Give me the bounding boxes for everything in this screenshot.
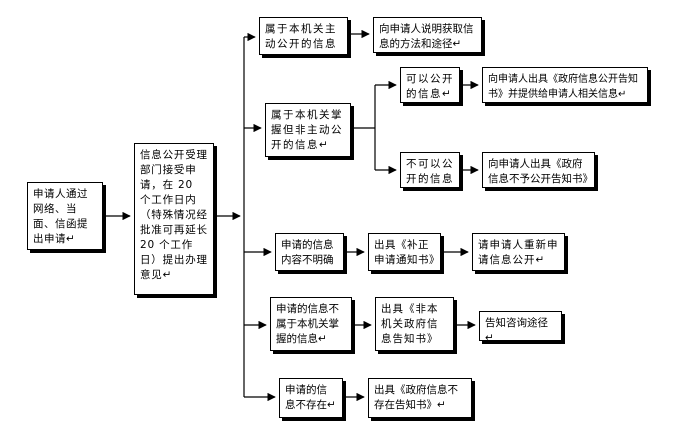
- node-cannot-disclose-text: 不可以公开的信息↵: [406, 158, 454, 185]
- node-not-held-action-text: 出具《非本机关政府信息告知书》↵: [381, 303, 439, 350]
- node-not-exist-action-text: 出具《政府信息不存在告知书》↵: [374, 384, 458, 411]
- node-not-held-action: 出具《非本机关政府信息告知书》↵: [375, 297, 454, 351]
- node-can-disclose-action-text: 向申请人出具《政府信息公开告知书》并提供给申请人相关信息↵: [488, 74, 638, 100]
- node-office: 信息公开受理部门接受申请，在 20 个工作日内（特殊情况经批准可再延长 20 个…: [134, 143, 214, 295]
- node-not-held-result-text: 告知咨询途径↵: [485, 317, 548, 341]
- node-not-held: 申请的信息不属于本机关掌握的信息↵: [270, 297, 352, 351]
- node-active-action: 向申请人说明获取信息的方法和途径↵: [373, 17, 482, 53]
- node-unclear-result-text: 请申请人重新申请信息公开↵: [478, 239, 559, 266]
- node-unclear-result: 请申请人重新申请信息公开↵: [472, 233, 565, 271]
- node-can-disclose: 可以公开的信息↵: [400, 67, 460, 103]
- node-cannot-disclose: 不可以公开的信息↵: [400, 152, 460, 188]
- node-applicant: 申请人通过网络、当面、信函提出申请↵: [27, 182, 103, 250]
- node-held-info-text: 属于本机关掌握但非主动公开的信息↵: [271, 109, 343, 151]
- node-unclear-text: 申请的信息内容不明确↵: [281, 239, 334, 270]
- node-not-held-text: 申请的信息不属于本机关掌握的信息↵: [276, 303, 339, 345]
- node-active-action-text: 向申请人说明获取信息的方法和途径↵: [379, 23, 474, 50]
- node-unclear-action: 出具《补正申请通知书》↵: [368, 233, 441, 271]
- node-office-text: 信息公开受理部门接受申请，在 20 个工作日内（特殊情况经批准可再延长 20 个…: [140, 149, 212, 281]
- node-not-exist-action: 出具《政府信息不存在告知书》↵: [368, 378, 472, 418]
- node-can-disclose-action: 向申请人出具《政府信息公开告知书》并提供给申请人相关信息↵: [482, 67, 648, 103]
- node-active-info-text: 属于本机关主动公开的信息↵: [265, 23, 337, 54]
- node-cannot-disclose-action-text: 向申请人出具《政府信息不予公开告知书》↵: [488, 158, 588, 185]
- node-held-info: 属于本机关掌握但非主动公开的信息↵: [265, 103, 351, 157]
- node-not-held-result: 告知咨询途径↵: [479, 311, 562, 341]
- node-applicant-text: 申请人通过网络、当面、信函提出申请↵: [33, 188, 88, 245]
- node-not-exist: 申请的信息不存在↵: [279, 378, 343, 418]
- node-not-exist-text: 申请的信息不存在↵: [285, 384, 336, 411]
- node-active-info: 属于本机关主动公开的信息↵: [259, 17, 348, 55]
- node-unclear-action-text: 出具《补正申请通知书》↵: [374, 239, 435, 270]
- node-cannot-disclose-action: 向申请人出具《政府信息不予公开告知书》↵: [482, 152, 595, 188]
- node-unclear: 申请的信息内容不明确↵: [275, 233, 344, 271]
- node-can-disclose-text: 可以公开的信息↵: [406, 73, 454, 100]
